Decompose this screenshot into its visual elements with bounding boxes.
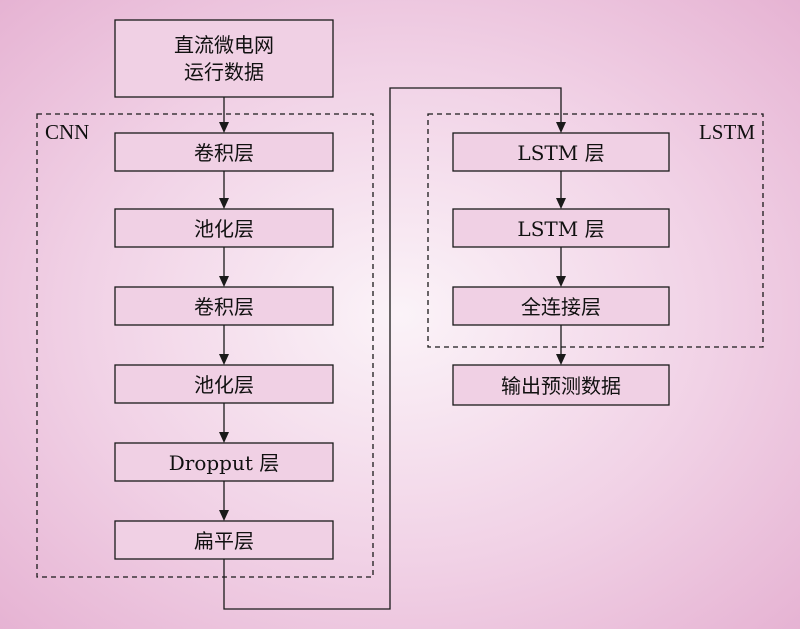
lstm-layer-1-label: LSTM 层 — [517, 141, 604, 165]
connector-cnn-to-lstm-head — [556, 122, 566, 133]
input-data-box — [114, 19, 334, 98]
fully-connected-layer-label: 全连接层 — [521, 295, 601, 319]
arrow-lstm2-to-fc-head — [556, 276, 566, 287]
input-data-label-line2: 运行数据 — [184, 60, 264, 84]
lstm-layer-2-label: LSTM 层 — [517, 217, 604, 241]
output-prediction-label: 输出预测数据 — [501, 374, 621, 398]
arrow-conv2-to-pool2-head — [219, 354, 229, 365]
cnn-pool-layer-2-label: 池化层 — [194, 373, 254, 397]
arrow-input-to-conv1-head — [219, 122, 229, 133]
input-data-label-line1: 直流微电网 — [174, 33, 274, 57]
cnn-conv-layer-2-label: 卷积层 — [194, 295, 254, 319]
lstm-group-label: LSTM — [699, 120, 755, 144]
cnn-pool-layer-1 — [114, 208, 334, 248]
arrow-dropout-to-flatten-head — [219, 510, 229, 521]
lstm-group-frame — [427, 113, 764, 348]
cnn-group-frame — [36, 113, 374, 578]
cnn-group-label: CNN — [45, 120, 89, 144]
arrow-lstm1-to-lstm2-head — [556, 198, 566, 209]
fully-connected-layer — [452, 286, 670, 326]
cnn-conv-layer-1-label: 卷积层 — [194, 141, 254, 165]
output-prediction-box — [452, 364, 670, 406]
cnn-flatten-layer-label: 扁平层 — [194, 529, 254, 553]
cnn-pool-layer-1-label: 池化层 — [194, 217, 254, 241]
arrow-fc-to-output-head — [556, 354, 566, 365]
connector-cnn-to-lstm — [223, 87, 562, 610]
arrow-pool2-to-dropout-head — [219, 432, 229, 443]
lstm-layer-2 — [452, 208, 670, 248]
arrow-pool1-to-conv2-head — [219, 276, 229, 287]
arrow-conv1-to-pool1-head — [219, 198, 229, 209]
cnn-dropout-layer-label: Dropput 层 — [169, 451, 280, 475]
